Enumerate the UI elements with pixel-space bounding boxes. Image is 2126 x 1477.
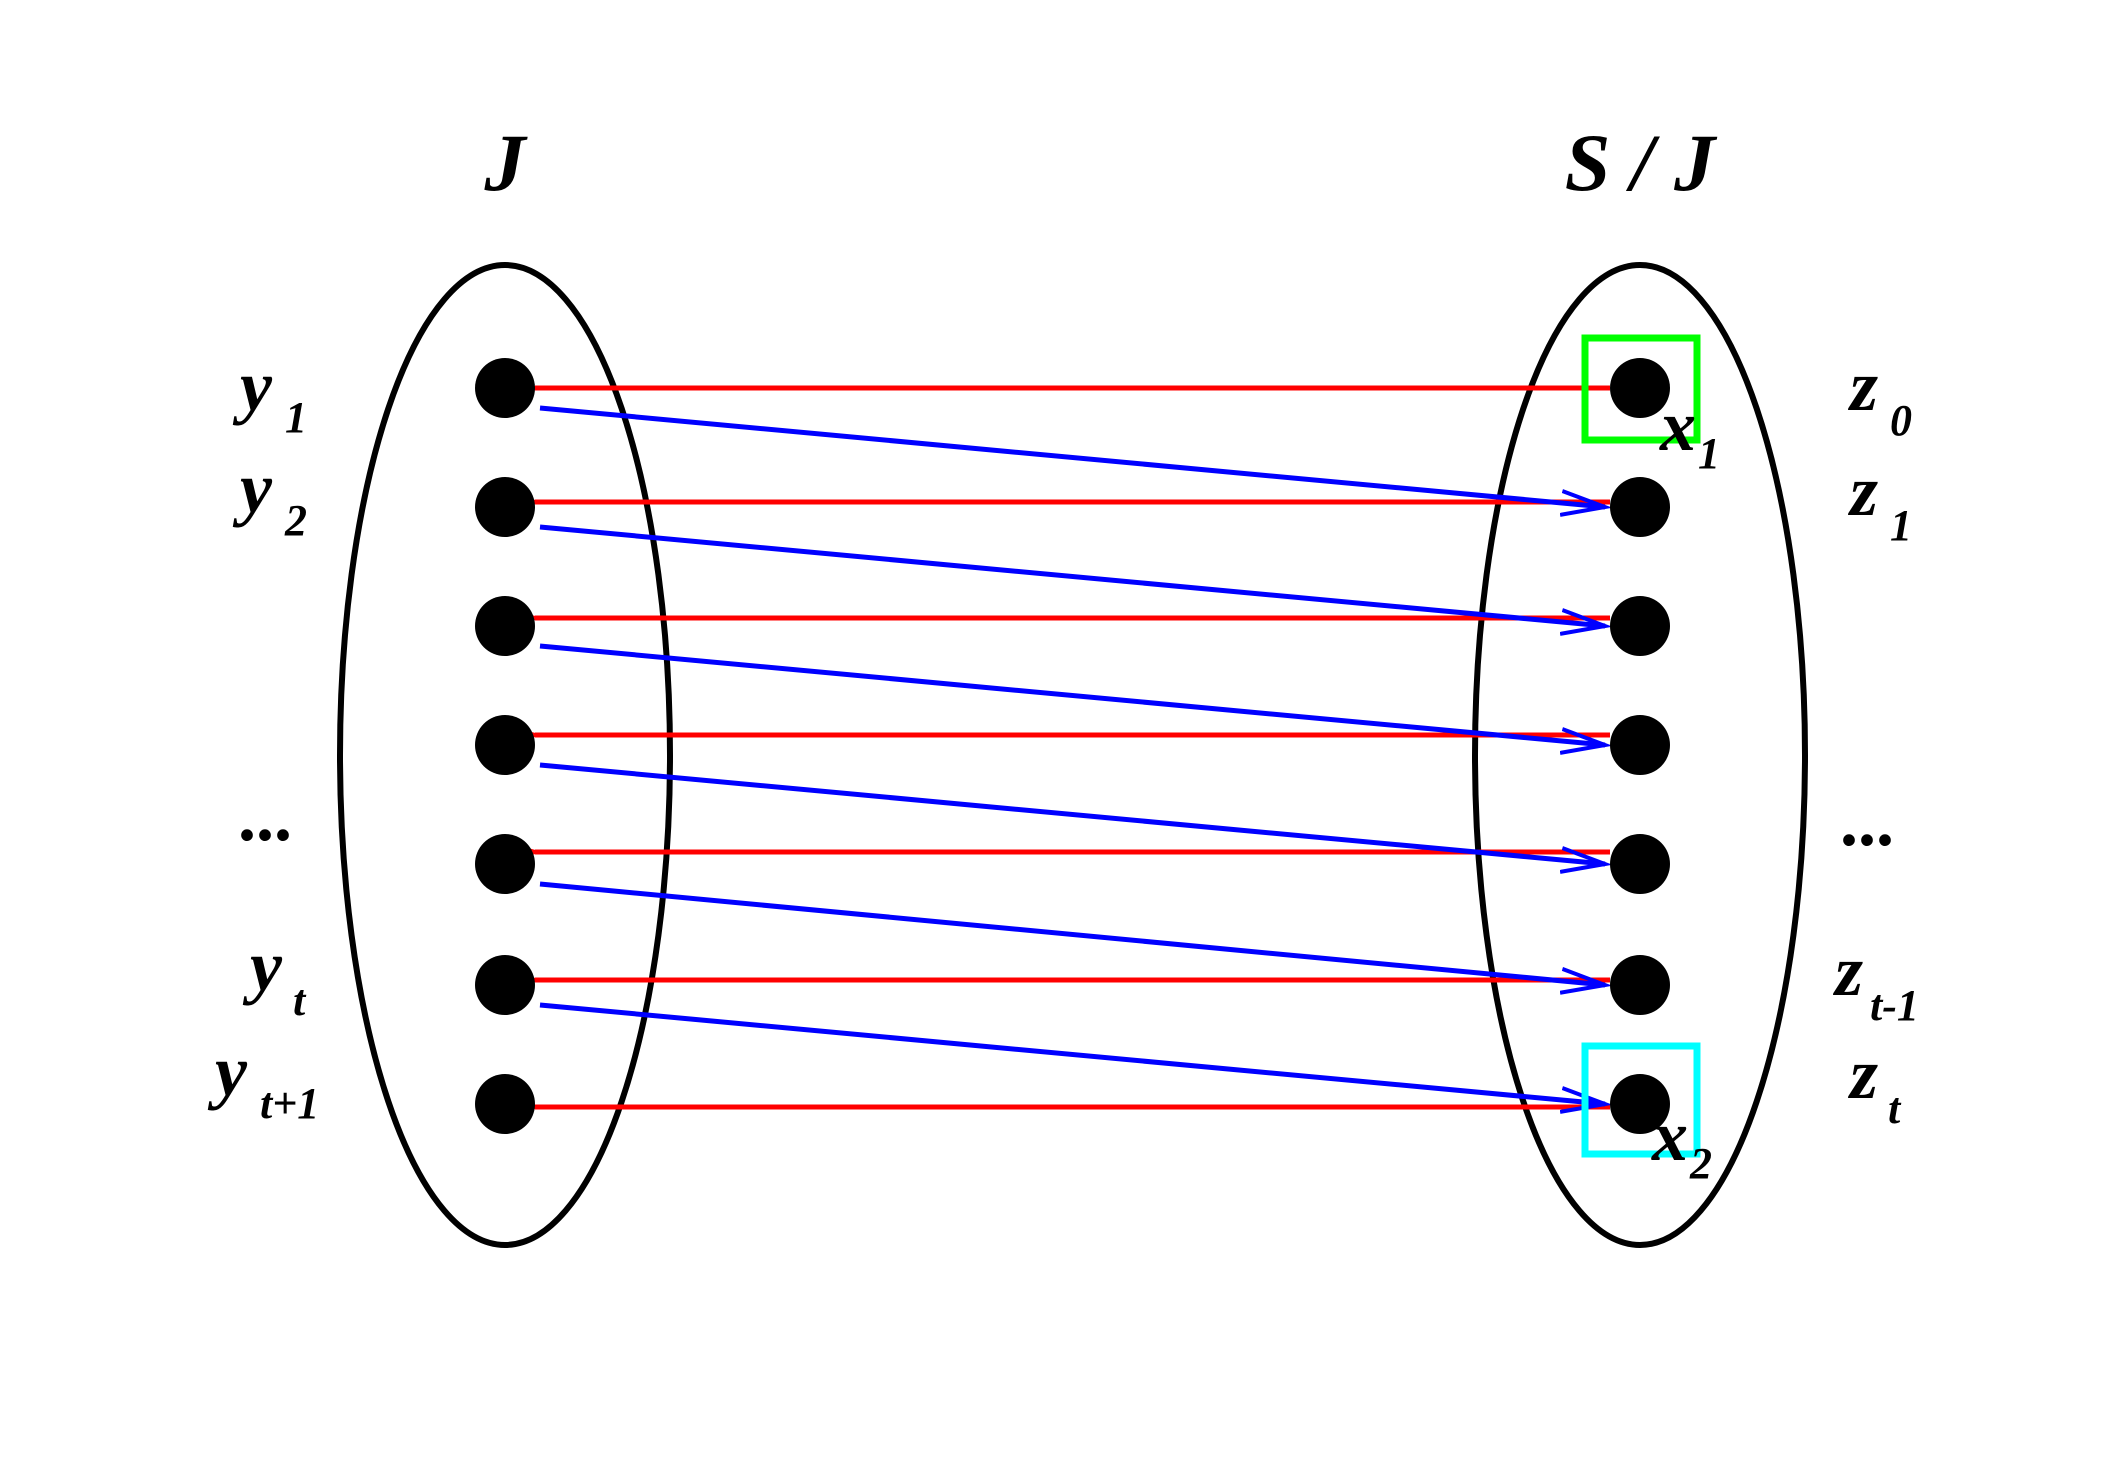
right-label-sub: t-1 <box>1870 981 1919 1030</box>
right-node-4 <box>1610 834 1670 894</box>
right-label-sub: 0 <box>1890 396 1912 445</box>
right-label-z0: z 0 <box>1847 346 1912 445</box>
right-node-1 <box>1610 477 1670 537</box>
marked-label-sub: 2 <box>1689 1139 1712 1188</box>
left-node-2 <box>475 596 535 656</box>
left-label-sub: 1 <box>285 393 307 442</box>
edge-blue-0 <box>539 405 1605 507</box>
left-label-main: y <box>242 926 283 1006</box>
right-label-zt-1: z t-1 <box>1832 931 1919 1030</box>
right-label-sub: 1 <box>1890 501 1912 550</box>
edge-blue-4 <box>539 881 1605 985</box>
left-label-y2: y 2 <box>232 448 307 545</box>
left-label-y1: y 1 <box>232 346 307 442</box>
left-node-0 <box>475 358 535 418</box>
left-label-sub: t <box>293 976 307 1025</box>
marked-label-main: x <box>1651 1096 1688 1176</box>
left-node-4 <box>475 834 535 894</box>
left-label-main: y <box>232 448 273 528</box>
right-label-main: z <box>1847 451 1878 531</box>
right-set-ellipse <box>1472 262 1808 1248</box>
marked-label-sub: 1 <box>1698 429 1720 478</box>
left-label-sub: t+1 <box>260 1079 319 1128</box>
edge-blue-1 <box>539 524 1605 626</box>
right-label-main: z <box>1832 931 1863 1011</box>
left-node-6 <box>475 1074 535 1134</box>
left-node-1 <box>475 477 535 537</box>
right-label-z1: z 1 <box>1847 451 1912 550</box>
right-node-6 <box>1610 1074 1670 1134</box>
left-label-sub: 2 <box>284 496 307 545</box>
right-node-2 <box>1610 596 1670 656</box>
right-label-zt: z t <box>1847 1034 1902 1133</box>
right-label-main: z <box>1847 1034 1878 1114</box>
left-node-5 <box>475 955 535 1015</box>
marked-label-main: x <box>1659 386 1696 466</box>
svg-text:y: y <box>232 346 273 426</box>
left-set-ellipse <box>337 262 673 1248</box>
edge-blue-5 <box>539 1002 1605 1104</box>
left-label-main: y <box>207 1031 248 1111</box>
right-node-3 <box>1610 715 1670 775</box>
edge-blue-2 <box>539 643 1605 745</box>
x1-highlight-box <box>1581 334 1701 444</box>
x2-highlight-box <box>1581 1042 1701 1158</box>
right-node-0 <box>1610 358 1670 418</box>
marked-label-x2: x 2 <box>1651 1096 1712 1188</box>
marked-label-x1: x 1 <box>1659 386 1720 478</box>
edge-blue-3 <box>539 762 1605 864</box>
left-node-3 <box>475 715 535 775</box>
right-label-sub: t <box>1888 1084 1902 1133</box>
edge-group <box>535 388 1610 1107</box>
left-ellipsis: ... <box>238 776 292 856</box>
right-label-main: z <box>1847 346 1878 426</box>
left-label-yt1: y t+1 <box>207 1031 319 1128</box>
node-group <box>475 358 1670 1134</box>
left-set-title: J <box>484 117 529 208</box>
left-label-main: y <box>232 346 273 426</box>
right-node-5 <box>1610 955 1670 1015</box>
right-ellipsis: ... <box>1840 781 1894 861</box>
left-label-yt: y t <box>242 926 307 1025</box>
right-set-title: S / J <box>1565 117 1718 208</box>
